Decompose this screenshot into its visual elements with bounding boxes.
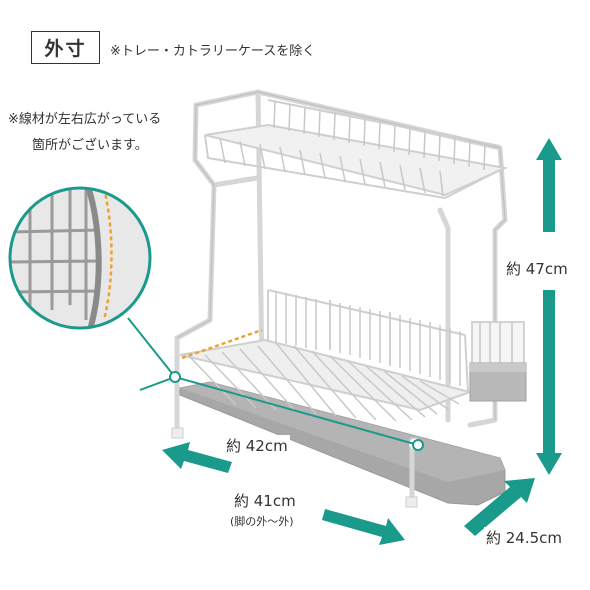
spread-wire-highlight xyxy=(181,328,263,360)
depth-arrow xyxy=(464,478,535,536)
outer-width-note: (脚の外～外) xyxy=(228,513,296,529)
depth-label: 約 24.5cm xyxy=(484,527,565,548)
callout-point xyxy=(169,371,181,383)
inner-width-label: 約 42cm xyxy=(224,435,290,456)
upper-shelf xyxy=(204,99,509,200)
height-label: 約 47cm xyxy=(504,258,570,279)
outer-width-label: 約 41cm xyxy=(232,490,298,511)
wire-note-line2: 箇所がございます。 xyxy=(32,138,148,153)
title-note: ※トレー・カトラリーケースを除く xyxy=(110,44,316,59)
wire-note-line1: ※線材が左右広がっている xyxy=(8,112,162,127)
height-arrow xyxy=(536,138,562,475)
zoom-detail xyxy=(10,188,150,328)
wire-note: ※線材が左右広がっている 箇所がございます。 xyxy=(8,107,161,159)
page-title: 外寸 xyxy=(31,31,100,64)
width-arrow xyxy=(162,442,405,545)
